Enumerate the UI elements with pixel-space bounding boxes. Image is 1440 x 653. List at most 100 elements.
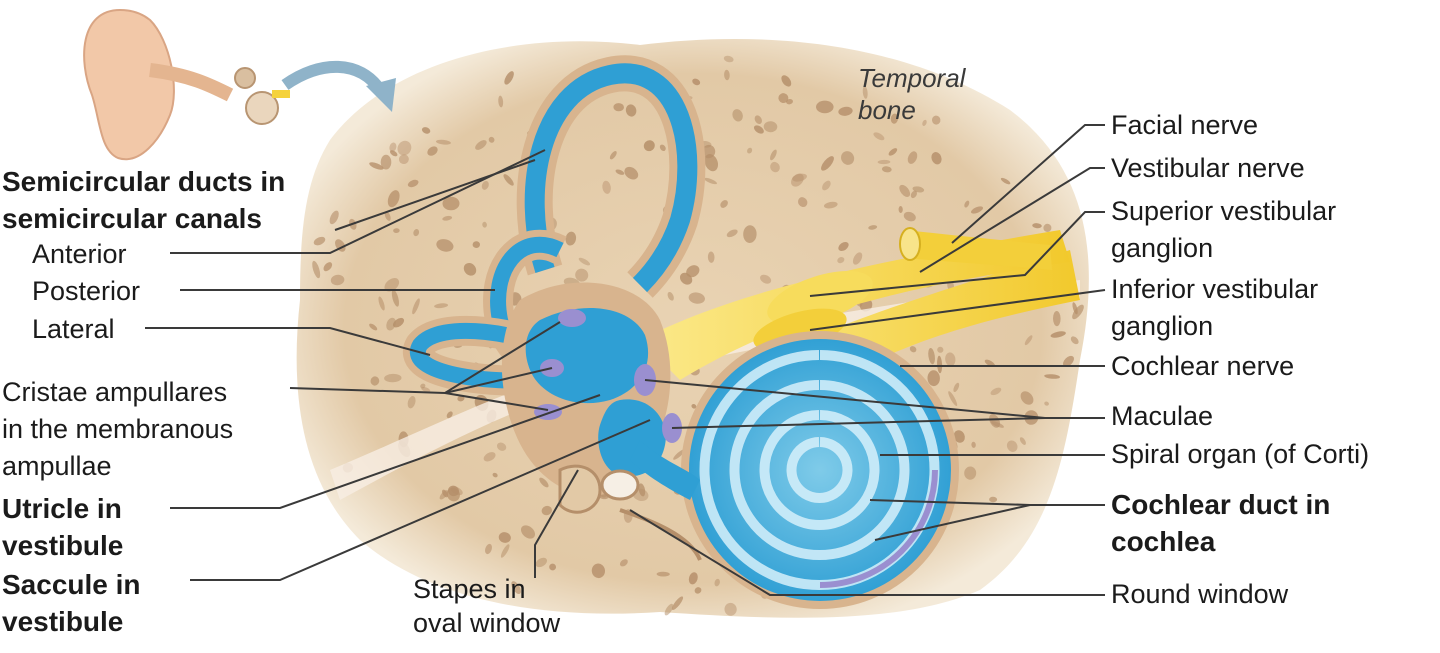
bone-pore (838, 241, 849, 252)
bone-pore (393, 228, 400, 234)
bone-pore (659, 144, 666, 152)
bone-pore (656, 571, 670, 577)
bone-pore (931, 152, 942, 165)
bone-pore (624, 166, 639, 180)
bone-pore (873, 132, 885, 141)
leader-anterior (170, 149, 546, 254)
bone-pore (888, 148, 898, 156)
leader-stapes (534, 469, 579, 578)
bone-pore (520, 525, 536, 539)
bone-pore (313, 236, 326, 246)
leader-lateral (145, 327, 431, 356)
bone-pore (384, 211, 391, 221)
bone-pore (881, 166, 892, 173)
inferior-ganglion-label: Inferior vestibular ganglion (1111, 271, 1318, 345)
temporal-bone-label: Temporal bone (858, 62, 965, 126)
bone-pore (823, 201, 838, 209)
leader-cristae-2 (444, 367, 553, 394)
bone-pore (412, 298, 420, 315)
bone-pore (413, 229, 420, 237)
bone-pore (754, 115, 762, 125)
bone-pore (387, 190, 400, 208)
facial-nerve-trunk (905, 230, 1052, 270)
bone-pore (613, 103, 624, 112)
bone-pore (937, 346, 944, 353)
bone-pore (1000, 177, 1011, 185)
inferior-ganglion-label-line2: ganglion (1111, 311, 1214, 341)
bone-pore (1024, 335, 1033, 346)
oval-window (600, 469, 640, 501)
saccule-label-line2: vestibule (2, 606, 124, 637)
cristae-label-line2: in the membranous (2, 414, 234, 444)
bone-pore (898, 206, 903, 213)
bone-pore (389, 150, 398, 157)
bone-pore (609, 151, 617, 160)
bone-pore (862, 86, 868, 99)
bone-pore (953, 382, 960, 393)
bone-pore (500, 544, 510, 558)
bone-pore (1019, 437, 1026, 445)
spiral-organ-label: Spiral organ (of Corti) (1111, 439, 1370, 469)
bone-pore (732, 109, 743, 122)
bone-pore (816, 100, 834, 114)
bone-pore (673, 449, 685, 460)
ossicle-icon (234, 67, 256, 89)
bone-pore (971, 441, 976, 448)
bone-pore (397, 140, 412, 156)
bone-pore (370, 376, 380, 386)
bone-pore (488, 136, 495, 143)
superior-ganglion-label-line2: ganglion (1111, 233, 1214, 263)
bone-pore (694, 587, 702, 594)
anterior-label: Anterior (32, 239, 127, 269)
bone-pore (398, 154, 409, 165)
bone-pore (378, 296, 385, 311)
bone-pore (392, 317, 405, 328)
stapes-label: Stapes in oval window (413, 572, 560, 640)
bone-pore (937, 355, 943, 374)
cochlear-nerve-label: Cochlear nerve (1111, 351, 1295, 381)
bone-pore (615, 169, 625, 175)
bone-pore (391, 289, 399, 307)
leader-vestibular (919, 167, 1105, 273)
bone-pore (928, 347, 935, 365)
bone-pore (421, 127, 431, 134)
bone-pore (420, 383, 426, 389)
bone-pore (1044, 374, 1060, 379)
bone-pore (686, 265, 700, 278)
bone-pore (945, 352, 956, 367)
bone-pore (407, 396, 416, 409)
facial-nerve-cut-end (899, 227, 921, 261)
bone-pore (989, 496, 998, 503)
leader-round-window (629, 509, 1105, 596)
bone-pore (535, 557, 547, 568)
bone-pore (691, 403, 697, 409)
bone-pore (931, 115, 941, 125)
bone-pore (753, 125, 764, 134)
bone-pore (496, 442, 507, 451)
bone-pore (482, 221, 487, 228)
bone-pore (964, 200, 970, 208)
bone-pore (760, 274, 772, 284)
bone-pore (575, 268, 589, 282)
superior-ganglion-label-line1: Superior vestibular (1111, 196, 1337, 226)
leader-inferior (809, 289, 1106, 331)
bone-pore (877, 159, 891, 165)
bone-pore (899, 184, 911, 197)
cochlea-body (681, 331, 959, 609)
superior-vestibular-ganglion (767, 271, 873, 325)
semicircular-ducts-label-line2: semicircular canals (2, 203, 262, 234)
bone-pore (720, 200, 728, 208)
stapes-label-line2: oval window (413, 608, 561, 638)
bone-pore (868, 225, 878, 230)
bone-pore (838, 106, 853, 116)
leader-lines (145, 124, 1106, 596)
bone-pore (910, 190, 917, 199)
bone-pore (688, 292, 705, 304)
bone-pore (1052, 311, 1061, 327)
bone-pore (442, 215, 453, 221)
bone-pore (498, 95, 504, 108)
stapes-label-line1: Stapes in (413, 574, 526, 604)
bone-pore (578, 257, 591, 266)
